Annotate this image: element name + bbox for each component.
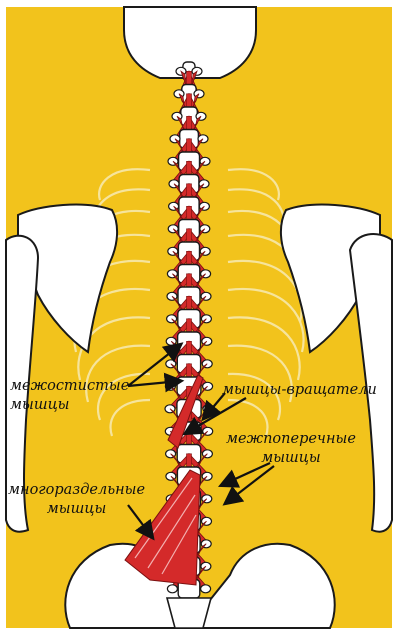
label-multifidus-line2: мышцы xyxy=(8,500,145,519)
label-intertransversarii-line1: межпоперечные xyxy=(226,430,356,449)
label-intertransversarii-line2: мышцы xyxy=(226,449,356,468)
label-multifidus-line1: многораздельные xyxy=(8,481,145,500)
label-interspinales-line2: мышцы xyxy=(10,396,129,415)
transverse-process xyxy=(167,585,177,593)
sacrum xyxy=(167,598,211,628)
transverse-process xyxy=(201,585,211,593)
label-intertransversarii: межпоперечные мышцы xyxy=(226,430,356,468)
label-multifidus: многораздельные мышцы xyxy=(8,481,145,519)
label-rotatores: мышцы-вращатели xyxy=(222,381,377,400)
label-rotatores-line1: мышцы-вращатели xyxy=(222,381,377,400)
label-interspinales-line1: межостистые xyxy=(10,377,129,396)
label-interspinales: межостистые мышцы xyxy=(10,377,129,415)
